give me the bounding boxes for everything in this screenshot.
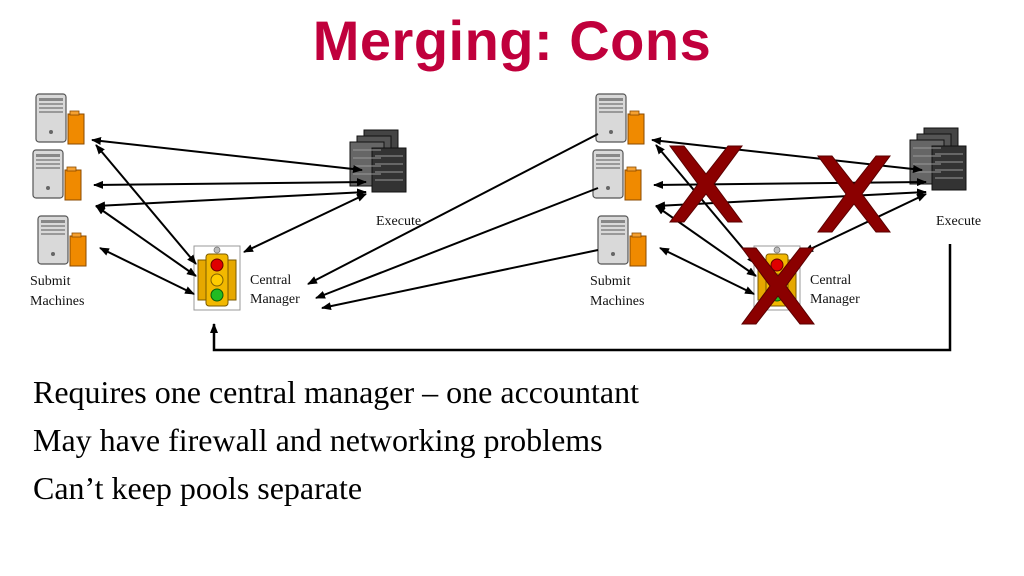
- left-submit-machine-2: [32, 149, 82, 201]
- left-arrows: [91, 137, 367, 295]
- right-submit-machine-3: [597, 215, 647, 267]
- right-arrows: [651, 137, 927, 295]
- right-submit-machine-1: [595, 93, 645, 145]
- bullet-item: Requires one central manager – one accou…: [33, 374, 639, 410]
- bullet-item: Can’t keep pools separate: [33, 470, 363, 506]
- cross-pool-arrows: [307, 133, 599, 311]
- left-submit-machine-1: [35, 93, 85, 145]
- left-central-label-2: Manager: [250, 292, 300, 307]
- right-central-label-1: Central: [810, 273, 851, 288]
- right-pool: Submit Machines Central Manager Execute: [590, 93, 981, 311]
- left-central-manager-icon: [193, 245, 241, 311]
- left-central-label-1: Central: [250, 273, 291, 288]
- right-submit-label-1: Submit: [590, 274, 631, 289]
- execute-to-left-manager-line: [210, 244, 952, 352]
- left-submit-label-1: Submit: [30, 274, 71, 289]
- right-execute-cluster: [909, 127, 967, 191]
- left-execute-label: Execute: [376, 214, 421, 229]
- right-submit-machine-2: [592, 149, 642, 201]
- right-central-label-2: Manager: [810, 292, 860, 307]
- bullet-list: Requires one central manager – one accou…: [33, 368, 639, 512]
- right-submit-label-2: Machines: [590, 294, 644, 309]
- left-pool: Submit Machines Central Manager Execute: [30, 93, 421, 311]
- right-execute-label: Execute: [936, 214, 981, 229]
- left-submit-label-2: Machines: [30, 294, 84, 309]
- bullet-item: May have firewall and networking problem…: [33, 422, 603, 458]
- left-submit-machine-3: [37, 215, 87, 267]
- slide-title: Merging: Cons: [312, 9, 712, 72]
